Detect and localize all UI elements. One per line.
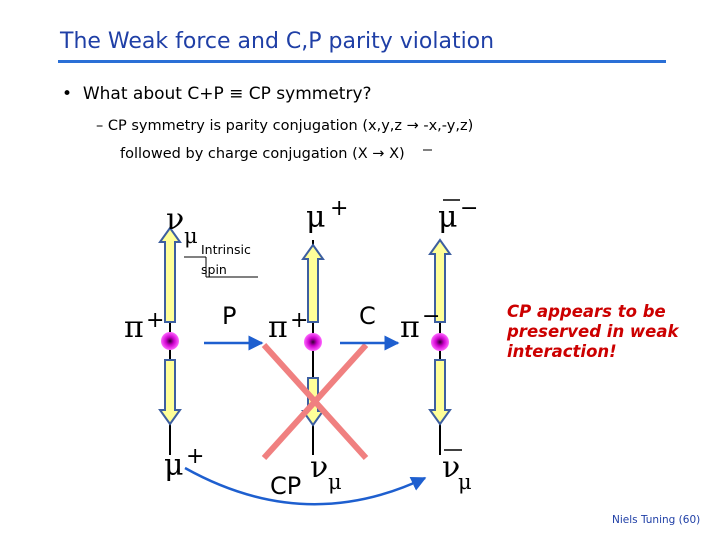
right-muon-label: μ [438, 200, 458, 235]
middle-muon-charge: + [330, 196, 349, 221]
right-pion-label: π [400, 310, 420, 345]
cp-label: CP [270, 472, 302, 500]
middle-pion-charge: + [290, 308, 309, 333]
left-pion-dot [161, 332, 179, 350]
left-down-spin-arrow [158, 359, 182, 426]
left-pion-charge: + [146, 308, 165, 333]
right-up-spin-arrow [428, 238, 452, 323]
bullet-dot: • [62, 84, 83, 104]
left-up-spin-arrow [158, 226, 182, 323]
middle-pion-label: π [268, 310, 288, 345]
left-neutrino-sub: μ [184, 224, 198, 248]
right-muon-charge: − [460, 196, 479, 221]
right-pion-dot [431, 333, 449, 351]
spin-annotation: Intrinsic spin [201, 242, 251, 277]
bullet-text: What about C+P ≡ CP symmetry? [82, 84, 372, 104]
sub-bullet-charge: followed by charge conjugation (X → X) [120, 146, 405, 162]
middle-up-spin-arrow [301, 243, 325, 323]
middle-pion-dot [304, 333, 322, 351]
right-down-spin-arrow [428, 359, 452, 426]
page-title: The Weak force and C,P parity violation [60, 29, 495, 54]
sub-bullet-parity: – CP symmetry is parity conjugation (x,y… [96, 118, 474, 134]
slide-footer: Niels Tuning (60) [612, 514, 701, 526]
conclusion-text: CP appears to be preserved in weak inter… [507, 302, 679, 361]
middle-neutrino-sub: μ [328, 470, 342, 494]
left-pion-label: π [124, 310, 144, 345]
cross-mark-b [261, 342, 369, 461]
c-label: C [359, 302, 376, 330]
title-underline [58, 60, 666, 63]
right-pion-charge: − [422, 304, 441, 329]
cp-transform-arrow [184, 466, 427, 506]
right-neutrino-label: ν [442, 450, 461, 485]
middle-muon-label: μ [306, 200, 326, 235]
right-neutrino-sub: μ [458, 470, 472, 494]
left-muon-charge: + [186, 444, 205, 469]
left-neutrino-label: ν [166, 202, 185, 237]
left-muon-label: μ [164, 448, 184, 483]
bullet-cp-question: • What about C+P ≡ CP symmetry? [62, 84, 372, 104]
middle-neutrino-label: ν [310, 450, 329, 485]
p-label: P [222, 302, 237, 330]
